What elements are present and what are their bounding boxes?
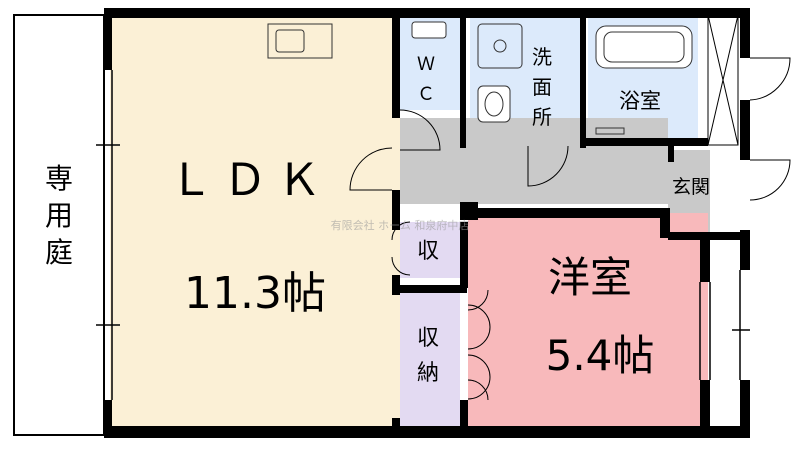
- fixtures: [267, 21, 693, 135]
- shoe-cabinet-cross-b: [707, 14, 739, 146]
- wc-label-c: Ｃ: [417, 84, 435, 105]
- garden-label-3: 庭: [45, 236, 73, 269]
- garden-area: [13, 14, 105, 436]
- toilet-tank: [411, 21, 447, 39]
- storage-small-room: [400, 222, 460, 278]
- bedroom-room: [468, 213, 708, 428]
- garden-label-2: 用: [45, 199, 73, 232]
- kitchen-sink: [267, 23, 333, 59]
- washroom-label-1: 洗: [532, 45, 552, 69]
- ldk-size: 11.3帖: [184, 268, 326, 319]
- bathtub: [595, 25, 693, 69]
- ldk-room: [110, 15, 400, 433]
- washroom-label-2: 面: [532, 75, 552, 99]
- washing-machine-pan: [477, 23, 523, 69]
- watermark: 有限会社 ホーム 和泉府中店: [331, 218, 470, 232]
- storage-small-label: 収: [417, 239, 439, 264]
- bedroom-size: 5.4帖: [546, 331, 655, 380]
- garden-label-1: 専: [45, 162, 73, 195]
- wc-label-w: Ｗ: [417, 54, 435, 75]
- ldk-name: ＬＤＫ: [169, 155, 331, 206]
- bathroom-label: 浴室: [619, 89, 661, 113]
- storage-closet-label-2: 納: [417, 361, 439, 386]
- storage-closet-label-1: 収: [417, 326, 439, 351]
- bedroom-name: 洋室: [548, 253, 632, 302]
- storage-closet-room: [400, 288, 460, 428]
- window-marks: [96, 70, 750, 400]
- entrance-label: 玄関: [672, 176, 710, 198]
- corridor-area: [400, 118, 668, 204]
- walls: [104, 8, 750, 438]
- washroom-label-3: 所: [532, 105, 552, 129]
- door-swings: [349, 57, 791, 401]
